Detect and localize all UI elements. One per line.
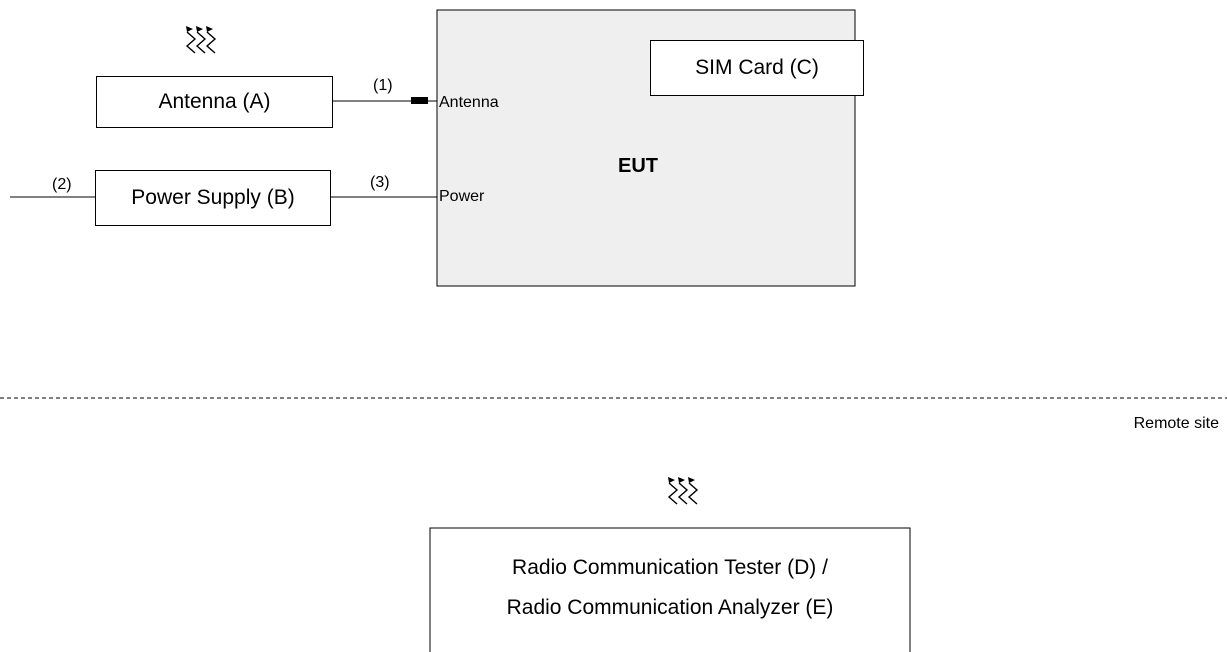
eut-label: EUT bbox=[618, 155, 658, 177]
sim-card-box: SIM Card (C) bbox=[650, 40, 864, 96]
power-supply-label: Power Supply (B) bbox=[131, 186, 295, 209]
connection-label-3: (3) bbox=[370, 174, 390, 191]
eut-power-port-label: Power bbox=[439, 188, 485, 205]
eut-antenna-port-label: Antenna bbox=[439, 94, 499, 111]
sim-card-label: SIM Card (C) bbox=[695, 56, 819, 79]
radio-wave-icon bbox=[667, 477, 699, 505]
remote-site-label: Remote site bbox=[1133, 415, 1219, 432]
radio-wave-icon bbox=[185, 26, 217, 54]
antenna-box: Antenna (A) bbox=[96, 76, 333, 128]
antenna-connector bbox=[411, 97, 428, 104]
antenna-label: Antenna (A) bbox=[158, 90, 271, 113]
tester-box bbox=[429, 527, 911, 652]
power-supply-box: Power Supply (B) bbox=[95, 170, 331, 226]
connection-label-1: (1) bbox=[373, 77, 393, 94]
tester-label-line1: Radio Communication Tester (D) / bbox=[512, 556, 828, 579]
connection-label-2: (2) bbox=[52, 176, 72, 193]
tester-label-line2: Radio Communication Analyzer (E) bbox=[506, 596, 834, 619]
